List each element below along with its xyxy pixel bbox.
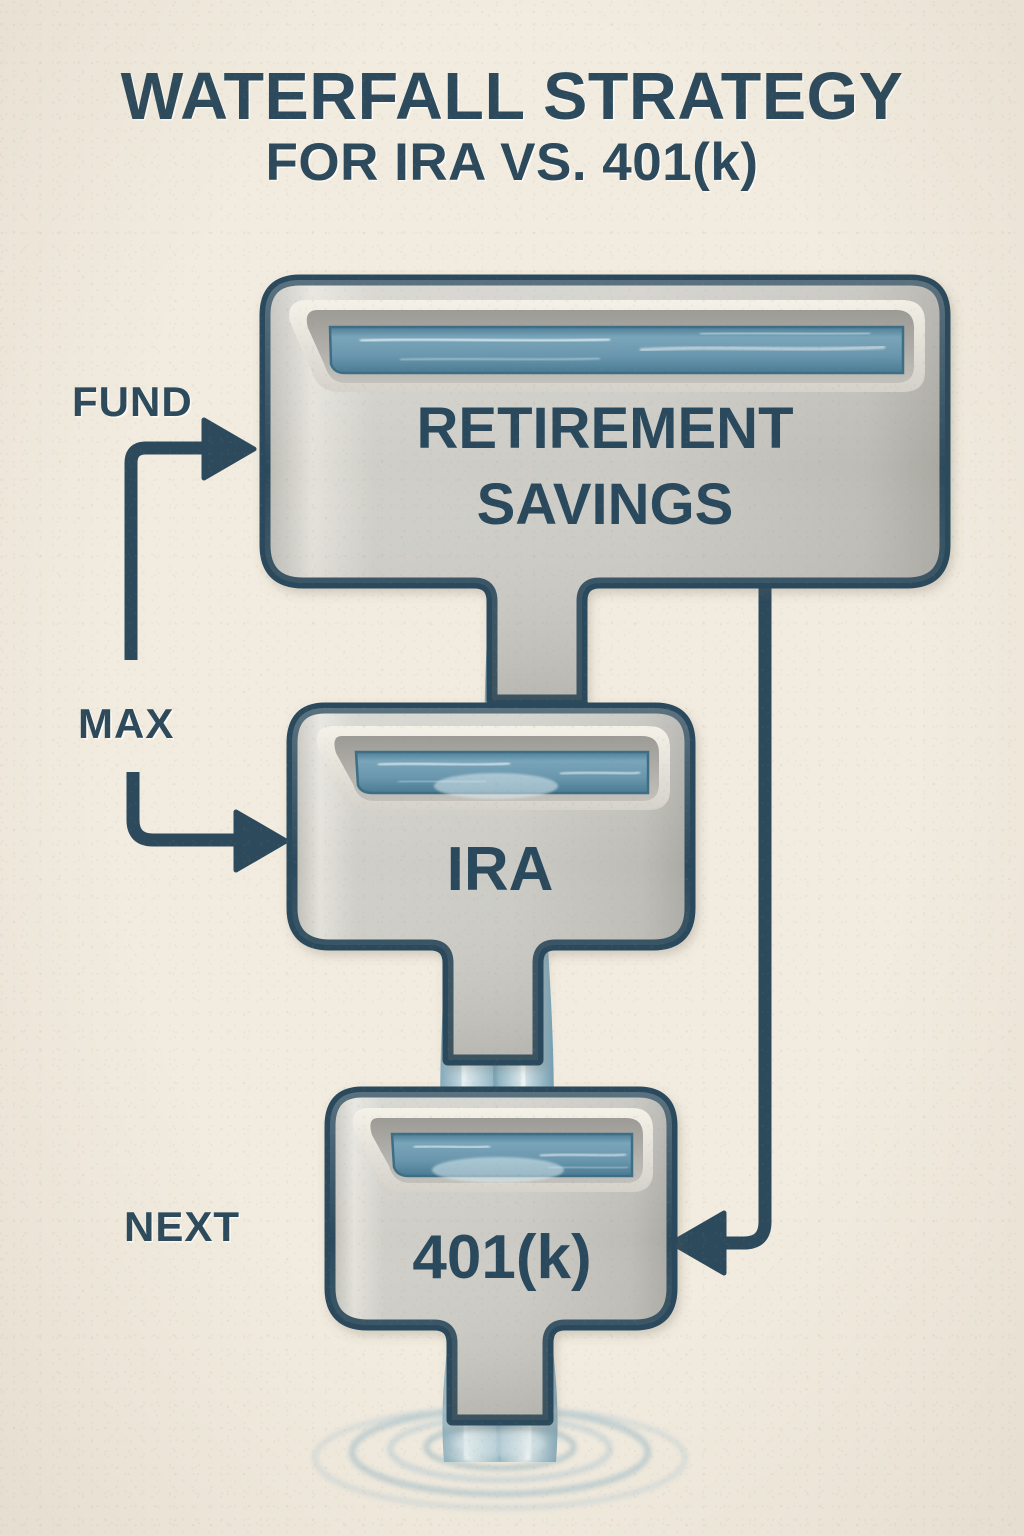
basin-label-ira: IRA	[447, 835, 554, 904]
water-surface-ira	[354, 750, 650, 795]
title-line-1: WATERFALL STRATEGY	[120, 59, 904, 134]
flow-label-next: NEXT	[124, 1203, 241, 1250]
arrowhead-max	[233, 809, 289, 873]
arrow-max	[126, 772, 289, 873]
arrowhead-fund	[201, 417, 257, 481]
page-title: WATERFALL STRATEGY FOR IRA VS. 401(k)	[0, 62, 1024, 194]
basin-label-retirement-line2: SAVINGS	[477, 472, 734, 537]
basin-label-401k: 401(k)	[412, 1223, 591, 1292]
basin-401k[interactable]: 401(k)	[324, 1086, 678, 1426]
basin-label-retirement-line1: RETIREMENT	[417, 396, 794, 461]
flow-label-max: MAX	[78, 700, 175, 747]
connector-retirement-to-401k	[669, 585, 772, 1276]
arrow-fund	[124, 417, 257, 660]
arrowhead-to-401k	[669, 1210, 727, 1276]
basin-retirement-savings[interactable]: RETIREMENT SAVINGS	[259, 274, 951, 706]
basin-ira[interactable]: IRA	[286, 702, 696, 1066]
flow-label-fund: FUND	[72, 378, 193, 425]
title-line-2: FOR IRA VS. 401(k)	[265, 132, 759, 192]
